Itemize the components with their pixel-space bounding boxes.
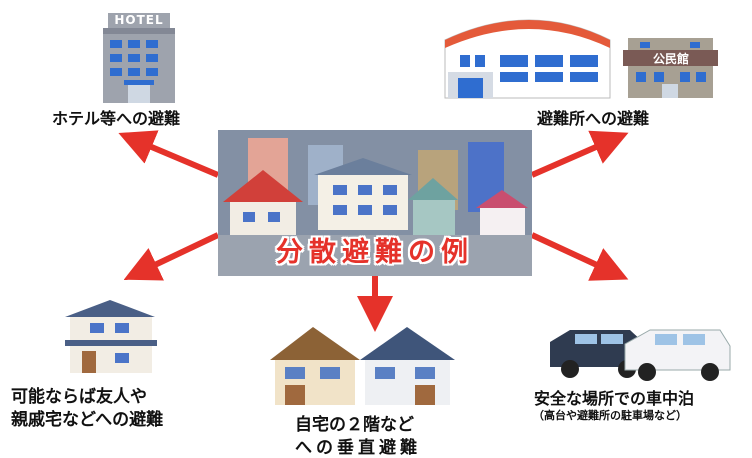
rainy-town-illustration (218, 130, 532, 276)
hotel-label: ホテル等への避難 (52, 109, 181, 128)
center-title: 分散避難の例 (276, 237, 474, 268)
cars-illustration (550, 329, 731, 381)
hotel-illustration (103, 13, 175, 103)
friends-label-line1: 可能ならば友人や (11, 387, 147, 407)
home-label-line1: 自宅の２階など (295, 415, 414, 435)
shelter-sign: 公民館 (652, 52, 689, 66)
arrow-to-shelter (530, 130, 629, 178)
car-sublabel: （高台や避難所の駐車場など） (533, 409, 687, 422)
friends-label-line2: 親戚宅などへの避難 (11, 410, 164, 430)
home-label-line2: への垂直避難 (295, 438, 421, 458)
friends-house-illustration (65, 300, 157, 373)
shelter-illustration (444, 19, 718, 99)
arrow-to-hotel (118, 130, 220, 178)
car-label: 安全な場所での車中泊 (534, 389, 695, 408)
center-scene: 分散避難の例 (218, 130, 532, 276)
arrow-to-friends (123, 232, 220, 281)
shelter-label: 避難所への避難 (537, 109, 650, 128)
hotel-sign: HOTEL (114, 13, 164, 27)
home-illustration (270, 327, 455, 405)
arrow-to-car (530, 232, 629, 281)
